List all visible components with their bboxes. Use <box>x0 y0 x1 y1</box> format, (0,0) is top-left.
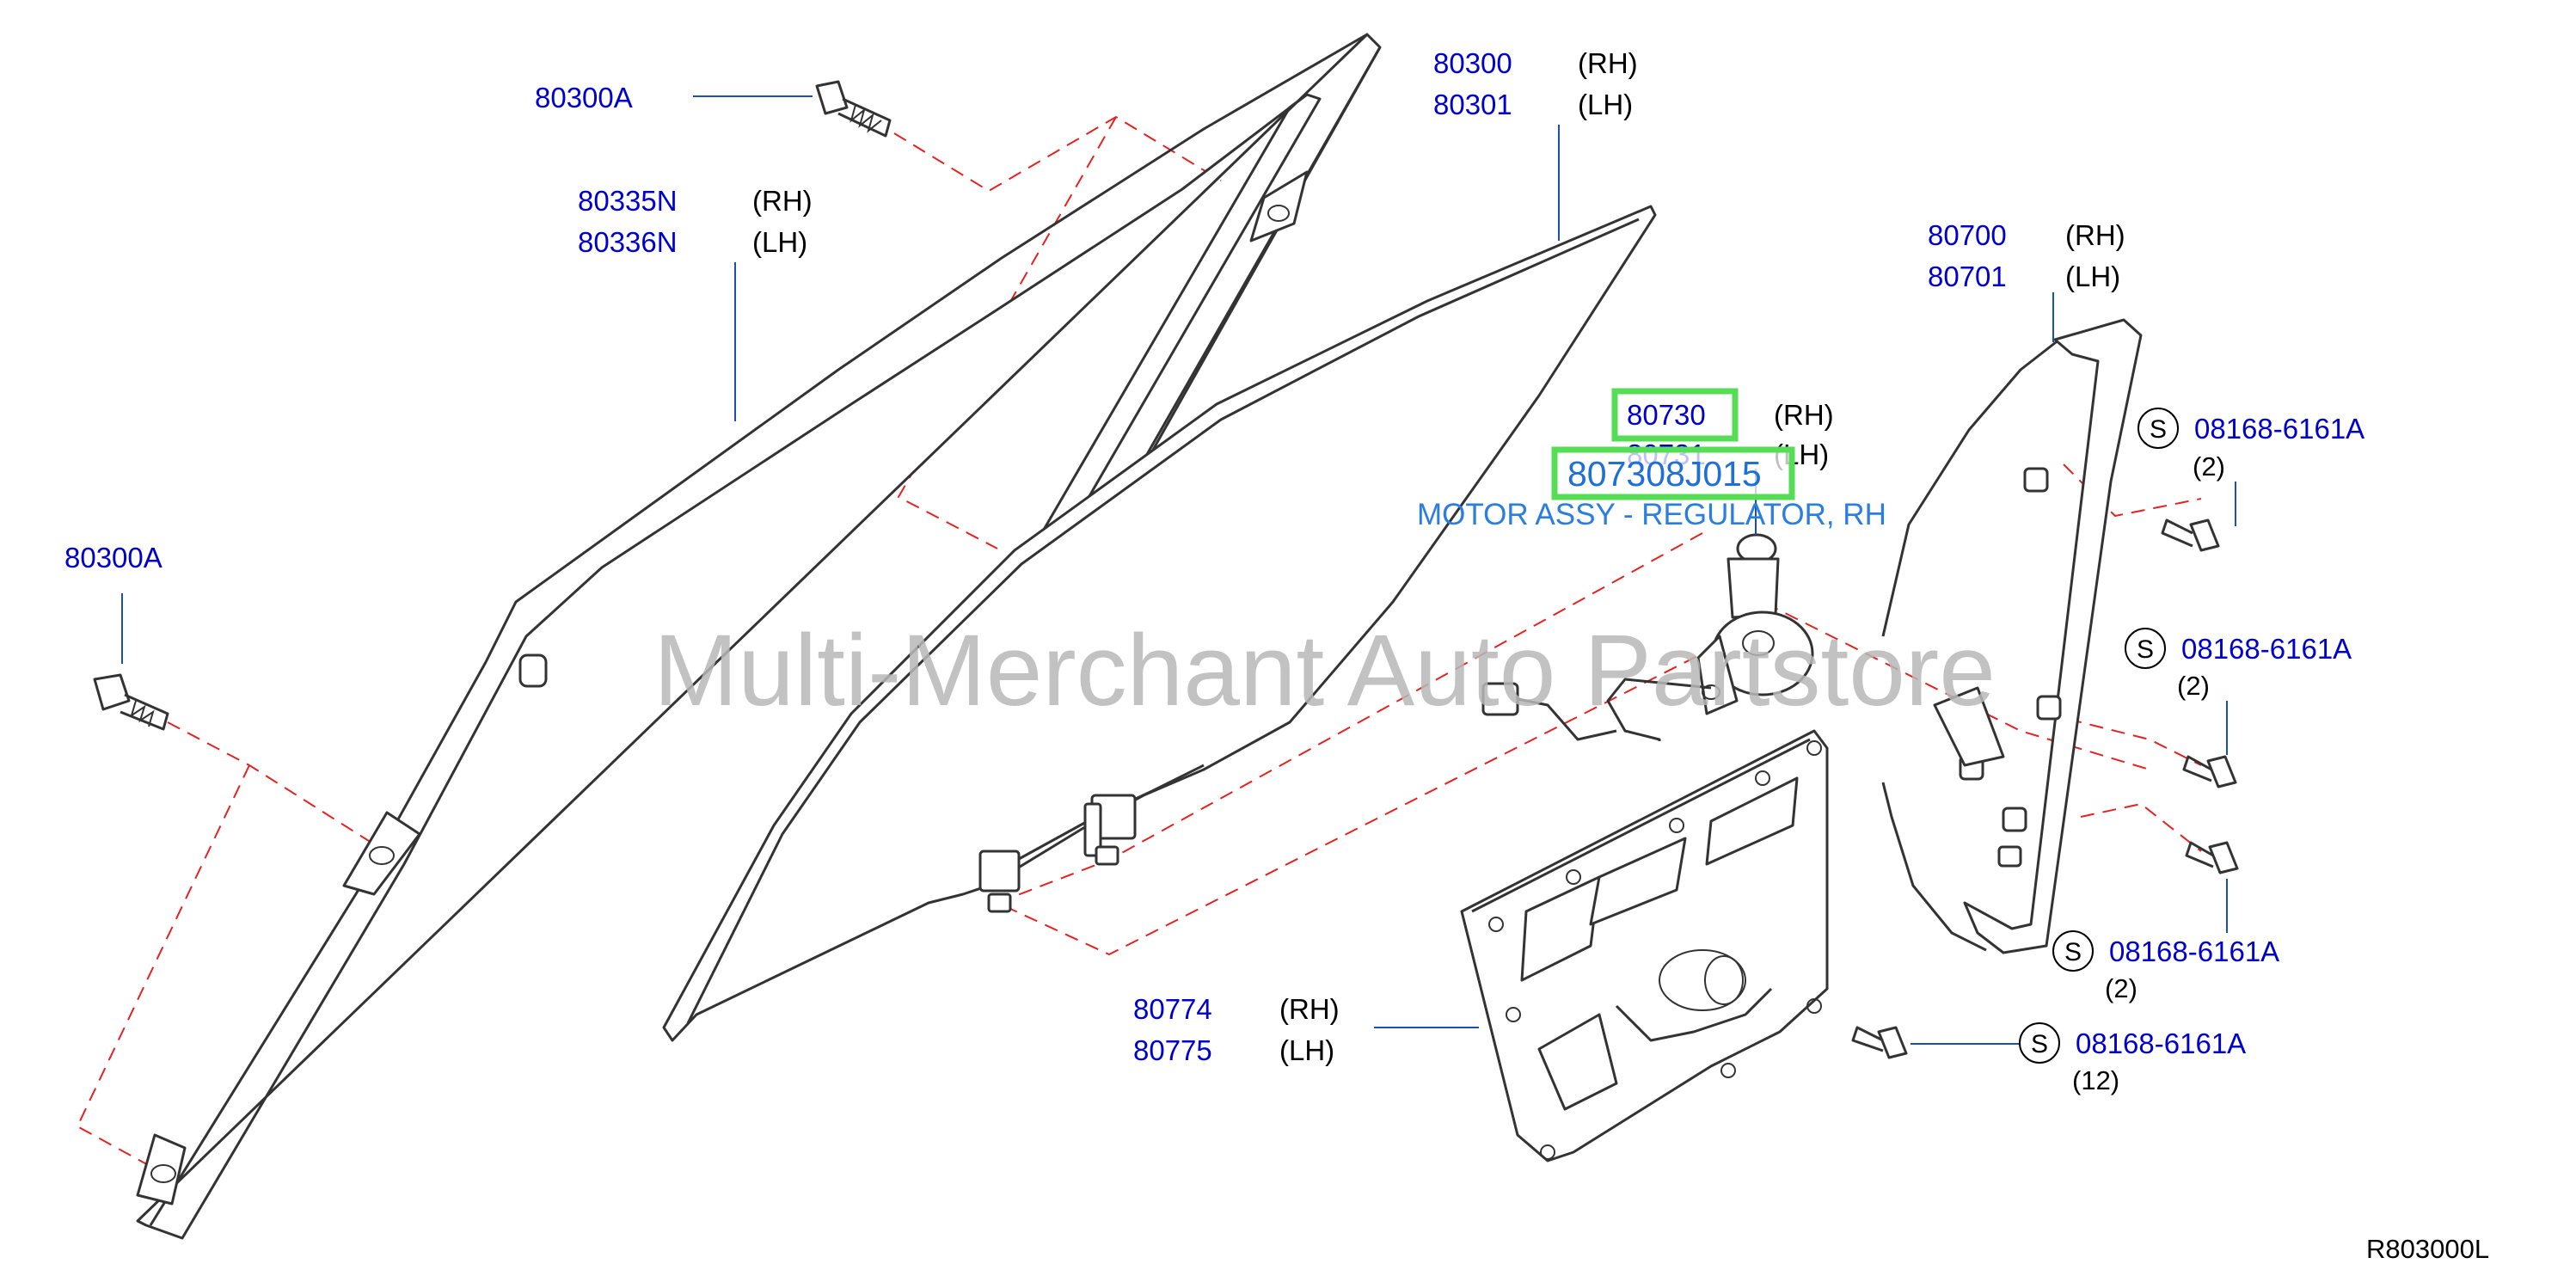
glass-bottom-channel <box>978 764 1205 913</box>
callout-screw-1-part[interactable]: 08168-6161A <box>2194 413 2364 445</box>
hover-label-background <box>1555 450 1792 497</box>
callout-bolt-top-part[interactable]: 80300A <box>535 82 633 113</box>
screw-1-icon[interactable] <box>2161 518 2220 552</box>
callout-screw-4-qty: (12) <box>2072 1065 2119 1095</box>
screw-3-icon[interactable] <box>2185 841 2239 874</box>
s-marker-icon <box>2052 930 2094 972</box>
callout-panel-lh-tag: (LH) <box>1279 1034 1334 1066</box>
callout-bolt-left-part[interactable]: 80300A <box>64 542 163 574</box>
hover-part-description: MOTOR ASSY - REGULATOR, RH <box>1417 498 1886 531</box>
callout-screw-3-qty: (2) <box>2105 973 2137 1003</box>
callout-panel-rh-tag: (RH) <box>1279 993 1340 1025</box>
s-marker-symbol: S <box>2137 635 2154 664</box>
callout-panel-rh-part[interactable]: 80774 <box>1133 993 1212 1025</box>
callout-glass-lh-tag: (LH) <box>1578 89 1633 120</box>
hover-label-highlight <box>1551 446 1795 500</box>
s-marker-symbol: S <box>2064 938 2082 966</box>
hover-part-number[interactable]: 807308J015 <box>1567 454 1762 494</box>
door-inner-panel[interactable] <box>1460 729 1829 1163</box>
callout-screw-2[interactable]: S 08168-6161A (2) <box>2125 628 2352 701</box>
callout-regulator-rh-part[interactable]: 80700 <box>1928 219 2007 251</box>
callout-glass-rh-part[interactable]: 80300 <box>1433 47 1512 79</box>
s-marker-symbol: S <box>2150 415 2167 444</box>
door-glass-outline[interactable] <box>662 205 1657 1042</box>
bolt-left-icon[interactable] <box>93 673 169 731</box>
callout-glass-lh-part[interactable]: 80301 <box>1433 89 1512 120</box>
callout-screw-3[interactable]: S 08168-6161A (2) <box>2052 930 2279 1003</box>
diagram-reference-code: R803000L <box>2366 1234 2489 1264</box>
callout-motor-rh-part[interactable]: 80730 <box>1627 399 1706 431</box>
assembly-dashed-lines <box>76 115 2202 1179</box>
callout-regulator-rh-tag: (RH) <box>2065 219 2125 251</box>
callout-sash-rh-tag: (RH) <box>752 185 813 217</box>
s-marker-icon <box>2125 628 2166 669</box>
watermark-text: Multi-Merchant Auto Partstore <box>653 614 1996 727</box>
bolt-top-icon[interactable] <box>815 80 892 138</box>
s-marker-symbol: S <box>2031 1030 2048 1058</box>
s-marker-icon <box>2019 1022 2060 1064</box>
callout-sash-lh-tag: (LH) <box>752 226 807 258</box>
screw-4-icon[interactable] <box>1851 1026 1908 1059</box>
callout-sash-rh-part[interactable]: 80335N <box>578 185 678 217</box>
callout-screw-2-qty: (2) <box>2177 671 2210 701</box>
callout-screw-4-part[interactable]: 08168-6161A <box>2076 1028 2246 1059</box>
motor-rh-highlight <box>1611 388 1739 442</box>
callout-regulator-lh-part[interactable]: 80701 <box>1928 261 2007 292</box>
callout-screw-2-part[interactable]: 08168-6161A <box>2181 633 2352 665</box>
callout-regulator-lh-tag: (LH) <box>2065 261 2120 292</box>
callout-motor-rh-tag: (RH) <box>1774 399 1834 431</box>
callout-sash-lh-part[interactable]: 80336N <box>578 226 678 258</box>
leader-lines <box>121 95 2236 1045</box>
callout-screw-4[interactable]: S 08168-6161A (12) <box>2019 1022 2246 1095</box>
screw-2-icon[interactable] <box>2182 755 2237 788</box>
regulator-motor[interactable] <box>1481 533 1814 741</box>
s-marker-icon <box>2137 408 2179 449</box>
callout-panel-lh-part[interactable]: 80775 <box>1133 1034 1212 1066</box>
callout-screw-1-qty: (2) <box>2193 451 2225 482</box>
window-regulator-rail[interactable] <box>1881 318 2143 954</box>
callout-glass-rh-tag: (RH) <box>1578 47 1638 79</box>
callout-screw-1[interactable]: S 08168-6161A (2) <box>2137 408 2364 482</box>
callout-screw-3-part[interactable]: 08168-6161A <box>2109 936 2279 967</box>
